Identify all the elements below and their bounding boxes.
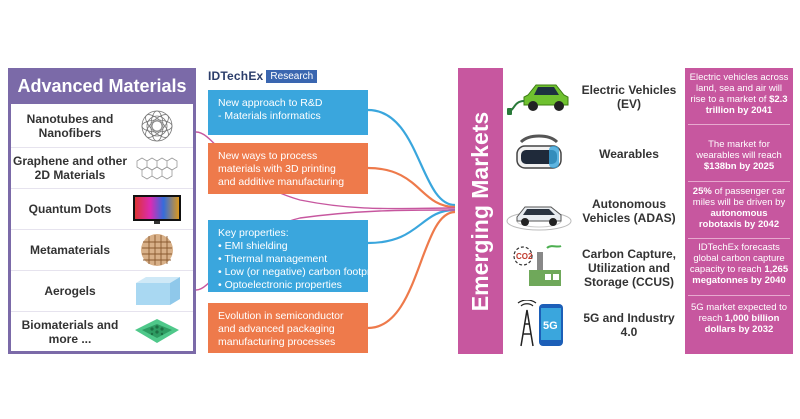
3d-printing-box: New ways to process materials with 3D pr… bbox=[208, 143, 368, 194]
market-label: Autonomous Vehicles (ADAS) bbox=[582, 196, 676, 225]
co2-factory-icon: CO2 bbox=[503, 243, 575, 293]
material-row-biomaterials: Biomaterials and more ... bbox=[11, 311, 193, 352]
aerogel-block-icon bbox=[129, 274, 185, 308]
market-label: Electric Vehicles (EV) bbox=[581, 82, 677, 111]
connector-line-3 bbox=[367, 208, 456, 245]
connector-line-2 bbox=[367, 166, 456, 209]
material-row-nanotubes: Nanotubes and Nanofibers bbox=[11, 106, 193, 146]
svg-text:5G: 5G bbox=[543, 320, 558, 332]
divider bbox=[688, 124, 790, 125]
biomaterial-chip-icon bbox=[129, 315, 185, 349]
market-desc-adas: 25% of passenger car miles will be drive… bbox=[692, 186, 786, 230]
semiconductor-packaging-box: Evolution in semiconductor and advanced … bbox=[208, 303, 368, 353]
divider bbox=[688, 181, 790, 182]
5g-tower-icon: 5G bbox=[503, 299, 575, 350]
electric-car-icon bbox=[503, 72, 575, 122]
materials-informatics-box: New approach to R&D - Materials informat… bbox=[208, 90, 368, 135]
market-label: 5G and Industry 4.0 bbox=[583, 310, 675, 339]
connector-line-4 bbox=[367, 210, 456, 330]
divider bbox=[688, 238, 790, 239]
nanotube-sphere-icon bbox=[129, 109, 185, 143]
market-desc-5g: 5G market expected to reach 1,000 billio… bbox=[690, 302, 788, 335]
vr-headset-icon bbox=[503, 129, 575, 179]
market-row-5g: 5G 5G and Industry 4.0 bbox=[503, 296, 685, 353]
market-row-ev: Electric Vehicles (EV) bbox=[503, 68, 685, 125]
key-properties-box: Key properties: • EMI shielding • Therma… bbox=[208, 220, 382, 292]
material-row-metamaterials: Metamaterials bbox=[11, 229, 193, 270]
material-row-quantum-dots: Quantum Dots bbox=[11, 188, 193, 229]
market-row-adas: Autonomous Vehicles (ADAS) bbox=[503, 182, 685, 239]
material-row-aerogels: Aerogels bbox=[11, 270, 193, 311]
material-label: Quantum Dots bbox=[28, 202, 112, 216]
market-desc-ccus: IDTechEx forecasts global carbon capture… bbox=[689, 242, 789, 286]
connector-line-1 bbox=[367, 108, 456, 207]
market-row-ccus: CO2 Carbon Capture, Utilization and Stor… bbox=[503, 239, 685, 296]
market-label: Wearables bbox=[599, 146, 659, 161]
graphene-lattice-icon bbox=[129, 151, 185, 185]
market-label: Carbon Capture, Utilization and Storage … bbox=[581, 246, 676, 289]
material-label: Aerogels bbox=[44, 284, 96, 298]
emerging-markets-title: Emerging Markets bbox=[467, 111, 494, 311]
market-desc-wearables: The market for wearables will reach $138… bbox=[696, 139, 782, 172]
idtechex-logo: IDTechEx Research bbox=[208, 69, 318, 83]
divider bbox=[688, 295, 790, 296]
material-label: Metamaterials bbox=[29, 243, 111, 257]
material-row-graphene: Graphene and other 2D Materials bbox=[11, 147, 193, 188]
material-label: Biomaterials and more ... bbox=[21, 318, 119, 346]
advanced-materials-title: Advanced Materials bbox=[8, 68, 196, 104]
svg-text:CO2: CO2 bbox=[516, 252, 533, 261]
metamaterial-lattice-icon bbox=[129, 233, 185, 267]
material-label: Nanotubes and Nanofibers bbox=[26, 112, 114, 140]
material-label: Graphene and other 2D Materials bbox=[12, 154, 128, 182]
market-desc-ev: Electric vehicles across land, sea and a… bbox=[689, 72, 789, 116]
quantum-dots-screen-icon bbox=[129, 192, 185, 226]
market-row-wearables: Wearables bbox=[503, 125, 685, 182]
autonomous-car-icon bbox=[503, 186, 575, 236]
